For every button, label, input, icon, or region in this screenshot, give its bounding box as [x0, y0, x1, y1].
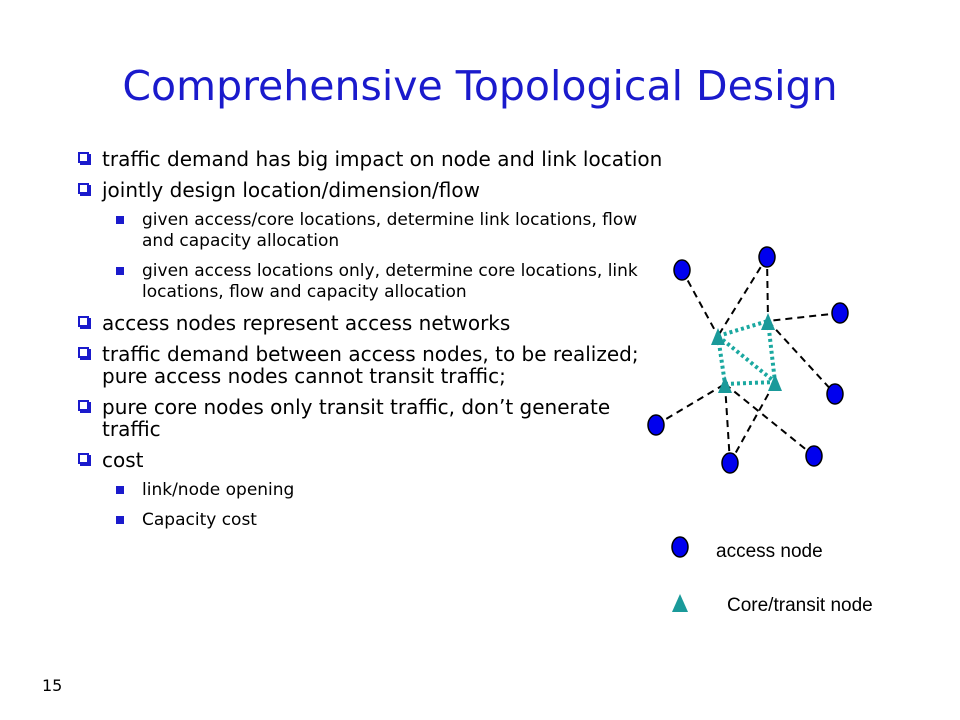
- bullet-item: traffic demand has big impact on node an…: [78, 148, 663, 170]
- access-node-legend-icon: [671, 536, 689, 558]
- sub-bullet-item: Capacity cost: [116, 510, 663, 531]
- core-links: [716, 319, 777, 386]
- access-links: [655, 256, 841, 464]
- sub-bullet-text: Capacity cost: [142, 510, 257, 530]
- access-node: [673, 259, 691, 281]
- core-node-legend-icon: [672, 594, 688, 612]
- square-bullet-icon: [78, 400, 89, 411]
- square-bullet-icon: [78, 152, 89, 163]
- small-square-bullet-icon: [116, 516, 124, 524]
- bullet-item: cost: [78, 449, 663, 471]
- access-node: [647, 414, 665, 436]
- access-link: [681, 269, 719, 337]
- square-bullet-icon: [78, 316, 89, 327]
- access-link: [767, 320, 836, 395]
- access-node: [758, 246, 776, 268]
- bullet-item: access nodes represent access networks: [78, 312, 663, 334]
- core-link: [717, 319, 769, 338]
- sub-bullet-item: given access locations only, determine c…: [116, 261, 663, 303]
- core-node: [718, 376, 732, 393]
- access-link: [766, 256, 769, 322]
- square-bullet-icon: [78, 453, 89, 464]
- square-bullet-icon: [78, 347, 89, 358]
- small-square-bullet-icon: [116, 267, 124, 275]
- bullet-item: pure core nodes only transit traffic, do…: [78, 396, 663, 440]
- access-node: [826, 383, 844, 405]
- legend-core-label: Core/transit node: [727, 595, 873, 616]
- core-node: [768, 374, 782, 391]
- bullet-list: traffic demand has big impact on node an…: [78, 148, 663, 540]
- access-link: [655, 383, 726, 426]
- legend-access-label: access node: [716, 541, 823, 562]
- core-node: [711, 328, 725, 345]
- sub-bullet-item: given access/core locations, determine l…: [116, 210, 663, 252]
- access-node: [805, 445, 823, 467]
- bullet-text: traffic demand has big impact on node an…: [102, 147, 663, 171]
- bullet-text: cost: [102, 448, 144, 472]
- small-square-bullet-icon: [116, 486, 124, 494]
- sub-bullet-item: link/node opening: [116, 480, 663, 501]
- page-number: 15: [42, 676, 63, 695]
- access-link: [717, 256, 768, 337]
- bullet-item: traffic demand between access nodes, to …: [78, 343, 663, 387]
- access-node: [831, 302, 849, 324]
- bullet-text: jointly design location/dimension/flow: [102, 178, 480, 202]
- bullet-text: traffic demand between access nodes, to …: [102, 342, 639, 388]
- sub-bullet-text: given access locations only, determine c…: [142, 261, 638, 302]
- access-node: [721, 452, 739, 474]
- small-square-bullet-icon: [116, 216, 124, 224]
- access-link: [724, 383, 731, 464]
- bullet-text: access nodes represent access networks: [102, 311, 511, 335]
- core-link: [716, 334, 777, 384]
- access-link: [724, 383, 815, 457]
- access-link: [767, 312, 841, 322]
- bullet-item: jointly design location/dimension/flow: [78, 179, 663, 201]
- bullet-text: pure core nodes only transit traffic, do…: [102, 395, 611, 441]
- core-nodes: [711, 313, 782, 393]
- sub-bullet-text: link/node opening: [142, 480, 295, 500]
- square-bullet-icon: [78, 183, 89, 194]
- access-link: [729, 381, 776, 464]
- access-nodes: [647, 246, 849, 474]
- core-link: [766, 320, 777, 383]
- core-link: [724, 380, 776, 386]
- sub-bullet-text: given access/core locations, determine l…: [142, 210, 638, 251]
- core-node: [761, 313, 775, 330]
- slide-title: Comprehensive Topological Design: [122, 62, 838, 110]
